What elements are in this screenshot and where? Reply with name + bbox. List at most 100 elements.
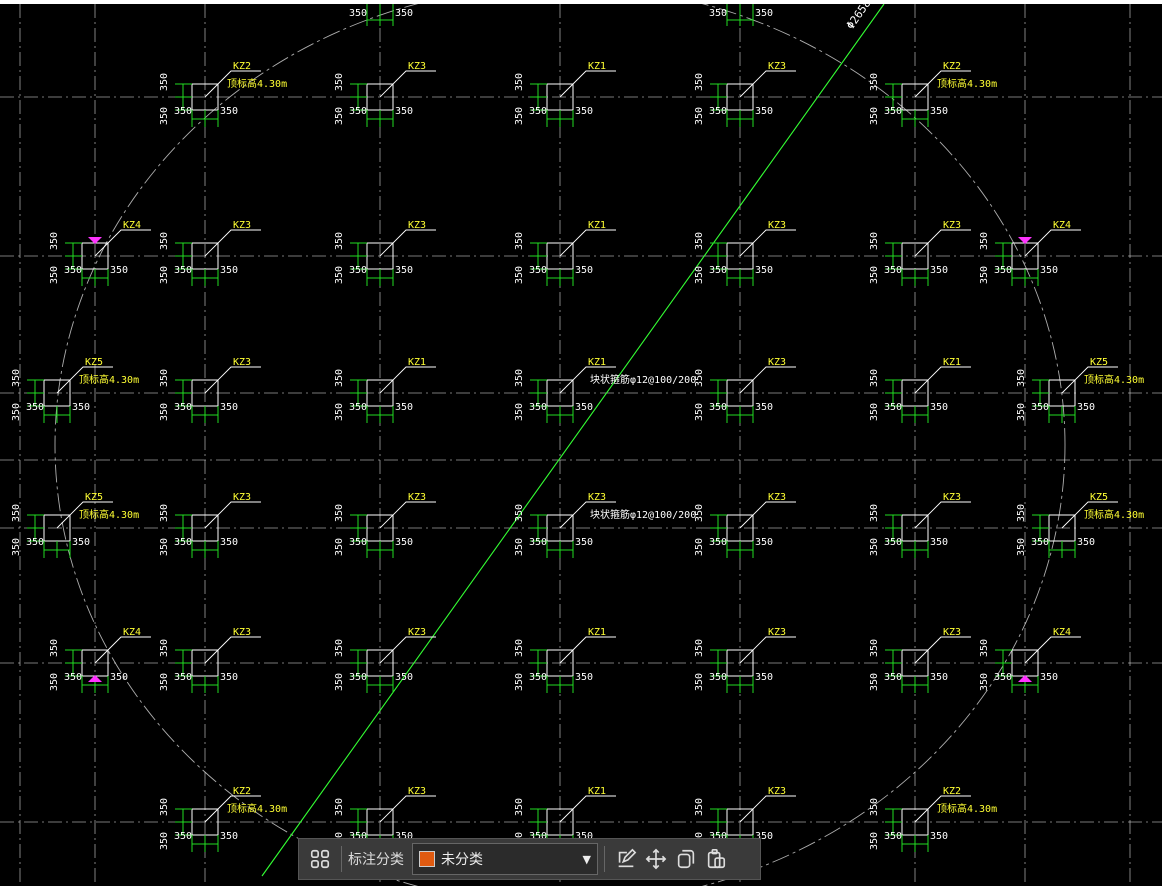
paste-icon[interactable]	[701, 844, 731, 874]
grid-icon[interactable]	[305, 844, 335, 874]
dimension-text: 350	[694, 369, 705, 387]
dimension-text: 350	[869, 266, 880, 284]
rebar-note: 块状箍筋φ12@100/200	[590, 508, 696, 521]
toolbar-divider	[341, 846, 342, 872]
dimension-text: 350	[930, 402, 948, 413]
diagonal-section-line	[261, 4, 885, 877]
dimension-text: 350	[755, 831, 773, 842]
leader-line	[914, 795, 971, 823]
column-label: KZ3	[408, 61, 426, 72]
dimension-text: 350	[334, 369, 345, 387]
dimension-text: 350	[334, 639, 345, 657]
dimension-text: 350	[869, 639, 880, 657]
dimension-text: 350	[514, 369, 525, 387]
dimension-text: 350	[349, 402, 367, 413]
column-label: KZ2	[233, 61, 251, 72]
marker-triangle	[88, 675, 102, 682]
category-dropdown[interactable]: 未分类 ▼	[412, 843, 598, 875]
move-icon[interactable]	[641, 844, 671, 874]
dimension-text: 350	[26, 537, 44, 548]
leader-line	[204, 795, 261, 823]
dimension-text: 350	[159, 538, 170, 556]
column-label: KZ1	[408, 357, 426, 368]
column-label: KZ3	[768, 61, 786, 72]
dimension-text: 350	[395, 537, 413, 548]
dimension-text: 350	[159, 232, 170, 250]
leader-line	[204, 70, 261, 98]
dimension-text: 350	[220, 265, 238, 276]
dimension-text: 350	[869, 673, 880, 691]
column-label: KZ3	[408, 627, 426, 638]
dimension-text: 350	[514, 639, 525, 657]
dimension-text: 350	[159, 832, 170, 850]
leader-line	[559, 795, 616, 823]
dimension-text: 350	[755, 402, 773, 413]
dimension-text: 350	[869, 369, 880, 387]
dimension-text: 350	[64, 265, 82, 276]
column-label: KZ3	[768, 220, 786, 231]
dimension-text: 350	[575, 831, 593, 842]
column-label: KZ3	[408, 220, 426, 231]
dimension-text: 350	[884, 402, 902, 413]
column-label: KZ3	[768, 357, 786, 368]
dimension-text: 350	[72, 537, 90, 548]
dimension-text: 350	[49, 673, 60, 691]
dimension-text: 350	[159, 673, 170, 691]
edit-icon[interactable]	[611, 844, 641, 874]
copy-icon[interactable]	[671, 844, 701, 874]
leader-line	[914, 70, 971, 98]
dimension-text: 350	[709, 537, 727, 548]
leader-line	[94, 636, 151, 664]
dimension-text: 350	[349, 831, 367, 842]
dimension-text: 350	[1016, 504, 1027, 522]
dimension-text: 350	[930, 831, 948, 842]
dimension-text: 350	[869, 798, 880, 816]
dimension-text: 350	[869, 832, 880, 850]
dimension-text: 350	[395, 831, 413, 842]
column-label: KZ1	[588, 357, 606, 368]
dimension-text: 350	[529, 265, 547, 276]
dimension-text: 350	[709, 402, 727, 413]
dimension-text: 350	[755, 8, 773, 19]
circle-diameter-label: Φ2658	[844, 4, 874, 32]
column-label: KZ4	[123, 627, 141, 638]
